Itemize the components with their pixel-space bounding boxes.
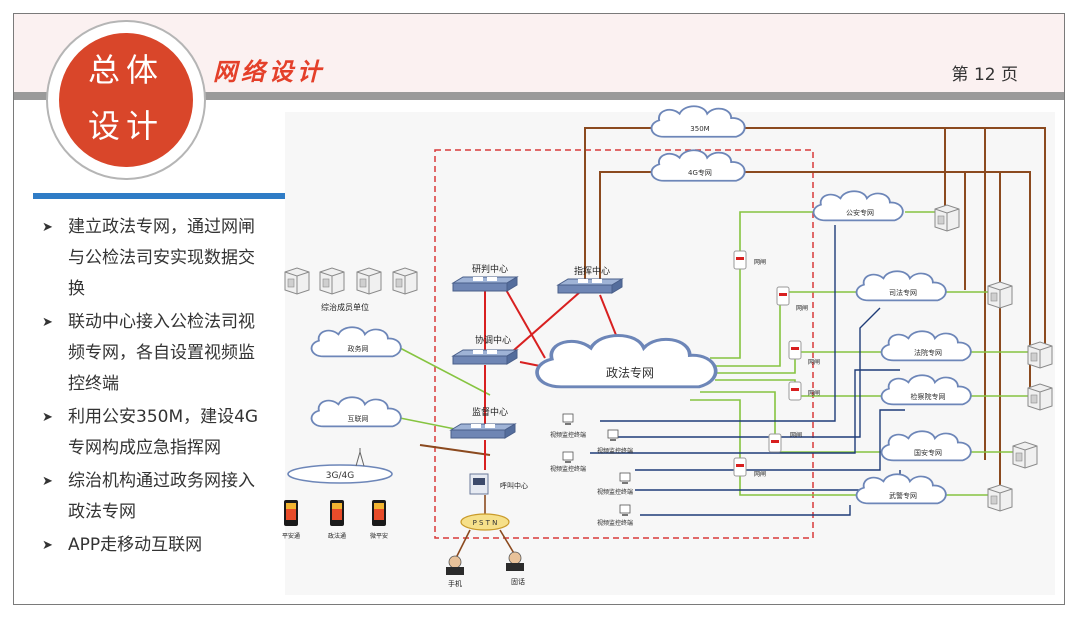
svg-text:政务网: 政务网 — [348, 344, 369, 353]
bullet-divider — [33, 193, 303, 199]
switch-jiandu: 监督中心 — [450, 406, 516, 439]
svg-text:国安专网: 国安专网 — [914, 448, 942, 457]
title-circle-text: 总体 设计 — [56, 42, 196, 154]
header-divider — [14, 92, 1064, 100]
cloud-gongan: 公安专网 — [812, 190, 904, 222]
bullet-arrow-icon: ➤ — [42, 315, 53, 330]
circle-line-2: 设计 — [87, 107, 164, 145]
cloud-sifa: 司法专网 — [855, 270, 947, 302]
cloud-zhengwu: 政务网 — [310, 326, 402, 358]
svg-text:视频监控终端: 视频监控终端 — [597, 488, 633, 496]
antenna-icon — [355, 448, 365, 467]
svg-text:平安通: 平安通 — [282, 532, 300, 540]
cloud-4g: 4G专网 — [650, 149, 746, 182]
gateway-links — [399, 211, 1035, 496]
svg-text:检察院专网: 检察院专网 — [911, 392, 946, 401]
svg-text:研判中心: 研判中心 — [472, 263, 508, 275]
bullet-item: ➤APP走移动互联网 — [40, 530, 280, 561]
svg-text:网闸: 网闸 — [754, 470, 766, 478]
core-zone-boundary — [434, 149, 814, 539]
cloud-jianchayuan: 检察院专网 — [880, 374, 972, 406]
switch-zhihui: 指挥中心 — [557, 265, 623, 294]
svg-text:法院专网: 法院专网 — [914, 348, 942, 357]
title-circle — [56, 30, 196, 170]
svg-text:综治成员单位: 综治成员单位 — [321, 302, 369, 312]
cloud-350m: 350M — [650, 105, 746, 138]
bullet-arrow-icon: ➤ — [42, 220, 53, 235]
svg-text:视频监控终端: 视频监控终端 — [550, 465, 586, 473]
bullet-arrow-icon: ➤ — [42, 410, 53, 425]
mobile-user: 手机 — [446, 555, 464, 588]
svg-text:网闸: 网闸 — [808, 358, 820, 366]
svg-text:互联网: 互联网 — [348, 414, 369, 423]
circle-line-1: 总体 — [87, 51, 164, 89]
section-title: 网络设计 — [213, 57, 325, 86]
bullet-arrow-icon: ➤ — [42, 474, 53, 489]
emergency-links — [419, 127, 1046, 495]
svg-text:网闸: 网闸 — [796, 304, 808, 312]
bullet-item: ➤建立政法专网，通过网闸与公检法司安实现数据交换 — [40, 212, 280, 305]
svg-text:视频监控终端: 视频监控终端 — [597, 447, 633, 455]
svg-text:呼叫中心: 呼叫中心 — [500, 481, 528, 490]
call-center: 呼叫中心 — [469, 473, 528, 495]
bullet-item: ➤联动中心接入公检法司视频专网，各自设置视频监控终端 — [40, 307, 280, 400]
svg-text:手机: 手机 — [448, 579, 462, 588]
svg-text:网闸: 网闸 — [754, 258, 766, 266]
svg-text:网闸: 网闸 — [790, 431, 802, 439]
pstn-links — [454, 495, 516, 561]
mobile-apps: 平安通 政法通 微平安 — [282, 500, 388, 540]
svg-text:4G专网: 4G专网 — [688, 168, 712, 177]
svg-text:网闸: 网闸 — [808, 389, 820, 397]
svg-text:监督中心: 监督中心 — [472, 406, 508, 418]
bullet-arrow-icon: ➤ — [42, 538, 53, 553]
svg-text:微平安: 微平安 — [370, 532, 388, 540]
cloud-wujing: 武警专网 — [855, 473, 947, 505]
svg-text:公安专网: 公安专网 — [846, 208, 874, 217]
svg-text:P S T N: P S T N — [473, 519, 498, 527]
svg-text:司法专网: 司法专网 — [889, 288, 917, 297]
svg-text:政法专网: 政法专网 — [606, 365, 654, 380]
svg-text:350M: 350M — [690, 125, 709, 133]
cloud-hulian: 互联网 — [310, 396, 402, 428]
svg-text:政法通: 政法通 — [328, 532, 346, 540]
svg-text:指挥中心: 指挥中心 — [574, 265, 610, 277]
video-terminals: 视频监控终端 视频监控终端 视频监控终端 视频监控终端 视频监控终端 — [550, 413, 633, 527]
bullet-item: ➤综治机构通过政务网接入政法专网 — [40, 466, 280, 528]
svg-text:视频监控终端: 视频监控终端 — [550, 431, 586, 439]
page-number: 第 12 页 — [951, 65, 1018, 85]
bullet-list: ➤建立政法专网，通过网闸与公检法司安实现数据交换 ➤联动中心接入公检法司视频专网… — [40, 212, 280, 563]
cloud-fayuan: 法院专网 — [880, 330, 972, 362]
switch-yanpan: 研判中心 — [452, 263, 518, 292]
svg-text:3G/4G: 3G/4G — [326, 471, 354, 481]
svg-text:视频监控终端: 视频监控终端 — [597, 519, 633, 527]
cloud-guoan: 国安专网 — [880, 430, 972, 462]
svg-text:协调中心: 协调中心 — [475, 334, 511, 346]
gateways: 网闸 网闸 网闸 网闸 网闸 网闸 — [733, 250, 820, 478]
landline-user: 固话 — [506, 551, 525, 586]
cloud-zhengfa: 政法专网 — [535, 333, 718, 389]
switch-xietiao: 协调中心 — [452, 334, 518, 365]
zongzhi-servers: 综治成员单位 — [284, 267, 418, 312]
svg-text:固话: 固话 — [511, 577, 525, 586]
svg-text:武警专网: 武警专网 — [889, 491, 917, 500]
cloud-pstn: P S T N — [460, 513, 510, 531]
cloud-3g4g: 3G/4G — [287, 448, 393, 484]
